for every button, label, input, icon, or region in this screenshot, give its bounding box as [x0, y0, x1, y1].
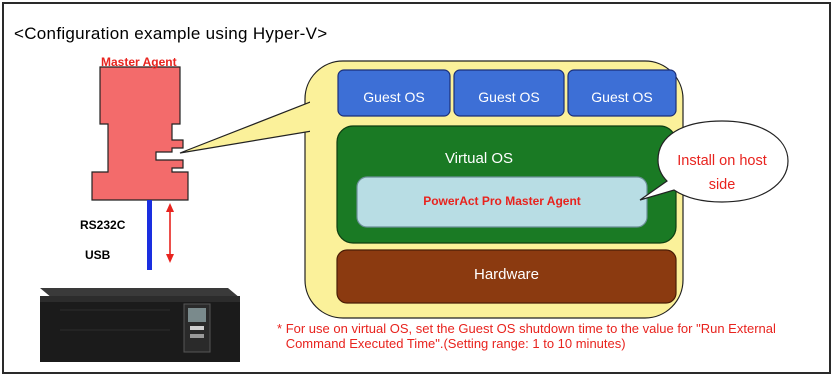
guest-os-box-1 — [337, 69, 451, 117]
footnote-marker: * — [277, 321, 283, 336]
agent-box — [356, 176, 648, 228]
install-callout-text: Install on host side — [677, 153, 767, 193]
guest-os-box-2 — [453, 69, 565, 117]
diagram-title: <Configuration example using Hyper-V> — [14, 24, 328, 43]
callout-wedge — [179, 100, 319, 154]
usb-cable — [147, 200, 152, 270]
agent-box-label: PowerAct Pro Master Agent — [423, 194, 581, 208]
install-callout-bubble — [639, 120, 789, 203]
footnote: * For use on virtual OS, set the Guest O… — [277, 321, 817, 351]
ups-device-icon — [40, 288, 240, 362]
virtual-os-label: Virtual OS — [444, 150, 514, 167]
arrow-head-up-icon — [166, 203, 174, 212]
arrow-head-down-icon — [166, 254, 174, 263]
hardware-label: Hardware — [473, 266, 540, 283]
rs232c-label: RS232C — [80, 218, 126, 232]
master-agent-shape — [91, 66, 189, 201]
master-agent-label: Master Agent — [101, 55, 177, 69]
usb-label: USB — [85, 248, 111, 262]
wedge-cover — [310, 98, 330, 134]
guest-os-box-3 — [567, 69, 677, 117]
guest-os-label-2: Guest OS — [478, 89, 540, 105]
footnote-text: For use on virtual OS, set the Guest OS … — [285, 321, 776, 351]
guest-os-label-3: Guest OS — [591, 89, 653, 105]
hardware-box — [336, 249, 677, 304]
guest-os-label-1: Guest OS — [363, 89, 425, 105]
